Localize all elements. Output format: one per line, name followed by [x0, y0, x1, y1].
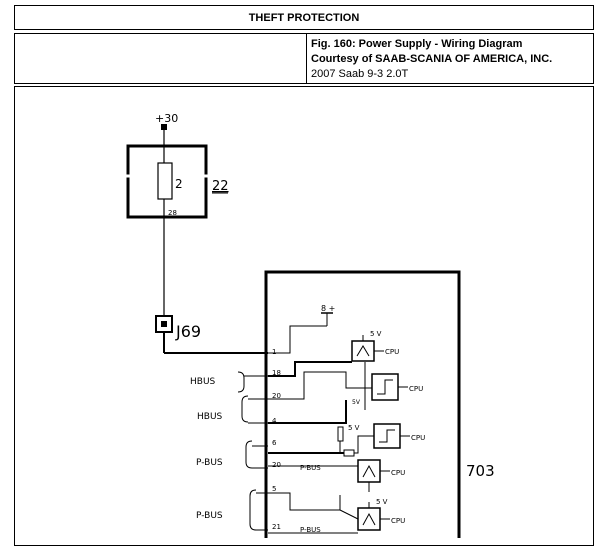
- cpu-label-5: CPU: [391, 517, 405, 525]
- fuse-number: 2: [175, 177, 183, 191]
- fuse-box-id: 22: [212, 179, 229, 194]
- bus-label-pbus-1: P-BUS: [196, 458, 223, 468]
- pin-label-4: 4: [272, 417, 277, 425]
- inner-bus-label-2: P-BUS: [300, 526, 321, 534]
- pin-label-6: 6: [272, 439, 277, 447]
- voltage-label-1: 5 V: [370, 330, 382, 338]
- bus-label-pbus-2: P-BUS: [196, 511, 223, 521]
- cpu-label-4: CPU: [391, 469, 405, 477]
- ecu-supply-wire: [268, 325, 310, 354]
- bus-label-hbus-1: HBUS: [190, 377, 216, 387]
- resistor-2: [343, 449, 355, 457]
- page-title: THEFT PROTECTION: [248, 11, 360, 24]
- inner-bus-label-1: P-BUS: [300, 464, 321, 472]
- hbus-signal-wire-1: [268, 361, 352, 377]
- voltage-label-top: 8 +: [321, 304, 335, 313]
- ecu-id-label: 703: [466, 462, 495, 480]
- caption-figure-title: Fig. 160: Power Supply - Wiring Diagram: [311, 38, 523, 50]
- cpu-label-2: CPU: [409, 385, 423, 393]
- caption-courtesy: Courtesy of SAAB-SCANIA OF AMERICA, INC.: [311, 53, 553, 65]
- hbus-signal-wire-2: [268, 371, 372, 400]
- pin-label-1: 1: [272, 348, 276, 356]
- fuse-pin-label: 28: [168, 209, 177, 217]
- connector-j69-label: J69: [175, 322, 201, 341]
- pin-label-18: 18: [272, 369, 281, 377]
- transceiver-2-symbol: [377, 379, 393, 395]
- transceiver-4-symbol: [362, 464, 376, 478]
- transceiver-4: [357, 459, 381, 483]
- pbus-brace-2: [249, 489, 257, 531]
- pbus-brace-1: [245, 440, 253, 469]
- bus-label-hbus-2: HBUS: [197, 412, 223, 422]
- cpu-label-1: CPU: [385, 348, 399, 356]
- fuse-element: [157, 162, 173, 200]
- cpu-label-3: CPU: [411, 434, 425, 442]
- voltage-label-3: 5 V: [376, 498, 388, 506]
- hbus-brace-1: [237, 371, 245, 393]
- fuse-box: [126, 144, 208, 219]
- resistor-1: [337, 426, 344, 442]
- voltage-label-2: 5 V: [348, 424, 360, 432]
- figure-caption-table: Fig. 160: Power Supply - Wiring Diagram …: [14, 33, 594, 84]
- page-header: THEFT PROTECTION: [14, 5, 594, 30]
- transceiver-1: [351, 340, 375, 362]
- pbus-signal-wire-3: [268, 492, 340, 511]
- pbus-to-cpu5-wire: [339, 509, 359, 520]
- caption-divider: [306, 34, 307, 83]
- caption-vehicle: 2007 Saab 9-3 2.0T: [311, 68, 409, 80]
- connector-j69-pin: [161, 321, 167, 327]
- misc-label-5v: 5V: [352, 399, 361, 406]
- transceiver-1-symbol: [356, 345, 370, 357]
- ecu-703-body: [264, 270, 461, 538]
- hbus-brace-2: [241, 395, 249, 423]
- hbus-signal-wire-3: [268, 400, 347, 424]
- transceiver-3-symbol: [379, 429, 395, 443]
- pin-label-21: 21: [272, 523, 281, 531]
- pin-label-5: 5: [272, 485, 276, 493]
- figure-caption: Fig. 160: Power Supply - Wiring Diagram …: [311, 37, 552, 82]
- supply-terminal: [161, 124, 167, 130]
- transceiver-5: [357, 507, 381, 531]
- supply-label: +30: [155, 112, 178, 125]
- transceiver-5-symbol: [362, 512, 376, 526]
- pin-label-20: 20: [272, 392, 281, 400]
- pin-label-20b: 20: [272, 461, 281, 469]
